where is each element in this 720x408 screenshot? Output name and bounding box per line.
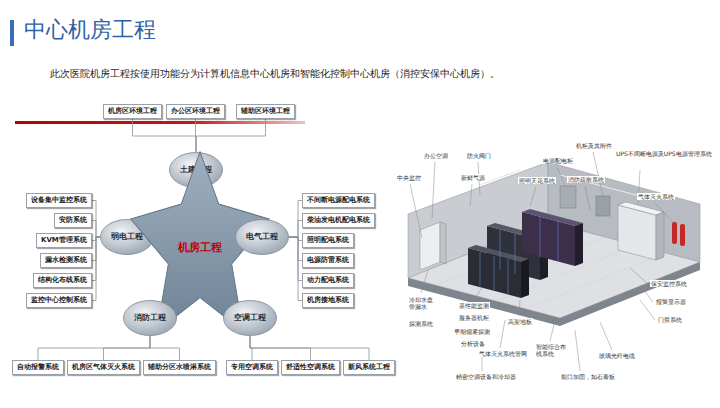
system-box: 电源防雷系统 <box>302 253 354 268</box>
node-text: 自动报警系统 <box>17 363 59 372</box>
node-text: 动力配电系统 <box>307 276 349 285</box>
callout-label: 分析设备 <box>460 340 486 347</box>
system-box: 机房接地系统 <box>302 293 354 308</box>
callout-label: 门禁系统 <box>657 316 683 323</box>
node-text: 柴油发电机配电系统 <box>307 216 370 225</box>
callout-label: 智能综合布线系统 <box>535 343 569 357</box>
system-circle: 消防工程 <box>123 300 177 336</box>
callout-label: 高架地板 <box>507 318 533 325</box>
callout-label: 防火阀门 <box>466 152 492 159</box>
page-caption: 此次医院机房工程按使用功能分为计算机信息中心机房和智能化控制中心机房（消控安保中… <box>50 67 500 80</box>
system-box: 漏水检测系统 <box>40 253 92 268</box>
callout-label: 办公空调 <box>423 152 449 159</box>
node-text: 机房接地系统 <box>307 296 349 305</box>
node-text: 办公区环境工程 <box>171 107 220 116</box>
connector-line <box>289 237 302 261</box>
connector-line <box>289 237 302 281</box>
node-text: 机房区环境工程 <box>108 107 157 116</box>
callout-label: 精密空调设备和冷却器 <box>455 373 517 380</box>
node-text: 电气工程 <box>246 232 278 242</box>
system-box: 柴油发电机配电系统 <box>302 213 375 228</box>
system-box: 办公区环境工程 <box>166 104 225 119</box>
node-text: 不间断电源配电系统 <box>307 196 370 205</box>
node-text: 机房区气体灭火系统 <box>72 363 135 372</box>
callout-label: UPS不间断电源及UPS电源管理系统 <box>615 150 715 157</box>
connector-line <box>196 119 266 152</box>
node-text: 弱电工程 <box>111 232 143 242</box>
node-text: 照明配电系统 <box>307 236 349 245</box>
system-circle: 空调工程 <box>223 300 277 336</box>
node-text: 消防工程 <box>134 313 166 323</box>
node-text: 安防系统 <box>59 216 87 225</box>
callout-label: 报警显示器 <box>655 298 687 305</box>
page-title: 中心机房工程 <box>24 17 156 43</box>
connector-line <box>92 221 100 238</box>
callout-label: 玻璃光纤电缆 <box>598 352 636 359</box>
callout-label: 保安监控系统 <box>650 280 688 287</box>
callout-label: 早期烟雾探测 <box>453 328 491 335</box>
system-box: 动力配电系统 <box>302 273 354 288</box>
node-text: 结构化布线系统 <box>38 276 87 285</box>
system-box: 舒适性空调系统 <box>281 360 340 375</box>
system-box: 结构化布线系统 <box>33 273 92 288</box>
system-box: 照明配电系统 <box>302 233 354 248</box>
callout-label: 冷却水盘带漏水 <box>408 296 436 310</box>
system-box: 机房区环境工程 <box>103 104 162 119</box>
system-box: 专用空调系统 <box>226 360 278 375</box>
callout-label: 服务器机柜 <box>458 314 490 321</box>
machine-room-illustration <box>408 162 700 326</box>
callout-label: 消防疏散系统 <box>567 176 605 183</box>
node-text: 监控中心控制系统 <box>31 296 87 305</box>
node-text: 新风系统工程 <box>348 363 390 372</box>
red-bar <box>15 121 305 124</box>
connector-line <box>92 237 100 301</box>
leader-lines <box>410 152 673 371</box>
callout-label: 新鲜气源 <box>460 174 486 181</box>
callout-label: 照明天花系统 <box>518 177 556 184</box>
connector-line <box>133 119 197 152</box>
system-box: 辅助分区水喷淋系统 <box>143 360 216 375</box>
system-box: 机房区气体灭火系统 <box>67 360 140 375</box>
callout-label: 机柜及其附件 <box>575 142 613 149</box>
system-box: 安防系统 <box>54 213 92 228</box>
callout-label: 气体灭火系统 <box>637 193 675 200</box>
connector-line <box>289 221 302 238</box>
system-circle: 电气工程 <box>235 219 289 255</box>
system-box: 不间断电源配电系统 <box>302 193 375 208</box>
node-text: 设备集中监控系统 <box>31 196 87 205</box>
callout-label: 中央监控 <box>396 174 422 181</box>
system-box: 自动报警系统 <box>12 360 64 375</box>
node-text: 电源防雷系统 <box>307 256 349 265</box>
node-text: 舒适性空调系统 <box>286 363 335 372</box>
node-text: 辅助区环境工程 <box>241 107 290 116</box>
callout-label: 基性能监测 <box>458 302 490 309</box>
connector-line <box>104 336 151 360</box>
callout-label: 探测系统 <box>408 320 434 327</box>
node-text: 漏水检测系统 <box>45 256 87 265</box>
node-text: KVM管理系统 <box>41 236 87 245</box>
connector-line <box>289 201 302 238</box>
node-text: 专用空调系统 <box>231 363 273 372</box>
callout-label: 气体灭火系统管网 <box>478 350 528 357</box>
title-bar <box>10 20 14 46</box>
connector-line <box>150 336 180 360</box>
system-box: KVM管理系统 <box>36 233 92 248</box>
node-text: 空调工程 <box>234 313 266 323</box>
system-box: 监控中心控制系统 <box>26 293 92 308</box>
callout-label: 电源配电柜 <box>542 157 574 164</box>
connector-line <box>92 201 100 238</box>
connector-line <box>250 336 369 360</box>
system-box: 辅助区环境工程 <box>236 104 295 119</box>
connector-line <box>38 336 150 360</box>
system-box: 设备集中监控系统 <box>26 193 92 208</box>
connector-line <box>289 237 302 241</box>
system-box: 新风系统工程 <box>343 360 395 375</box>
callout-label: 裂口加固，如石膏板 <box>560 373 616 380</box>
connector-line <box>289 237 302 301</box>
node-text: 辅助分区水喷淋系统 <box>148 363 211 372</box>
